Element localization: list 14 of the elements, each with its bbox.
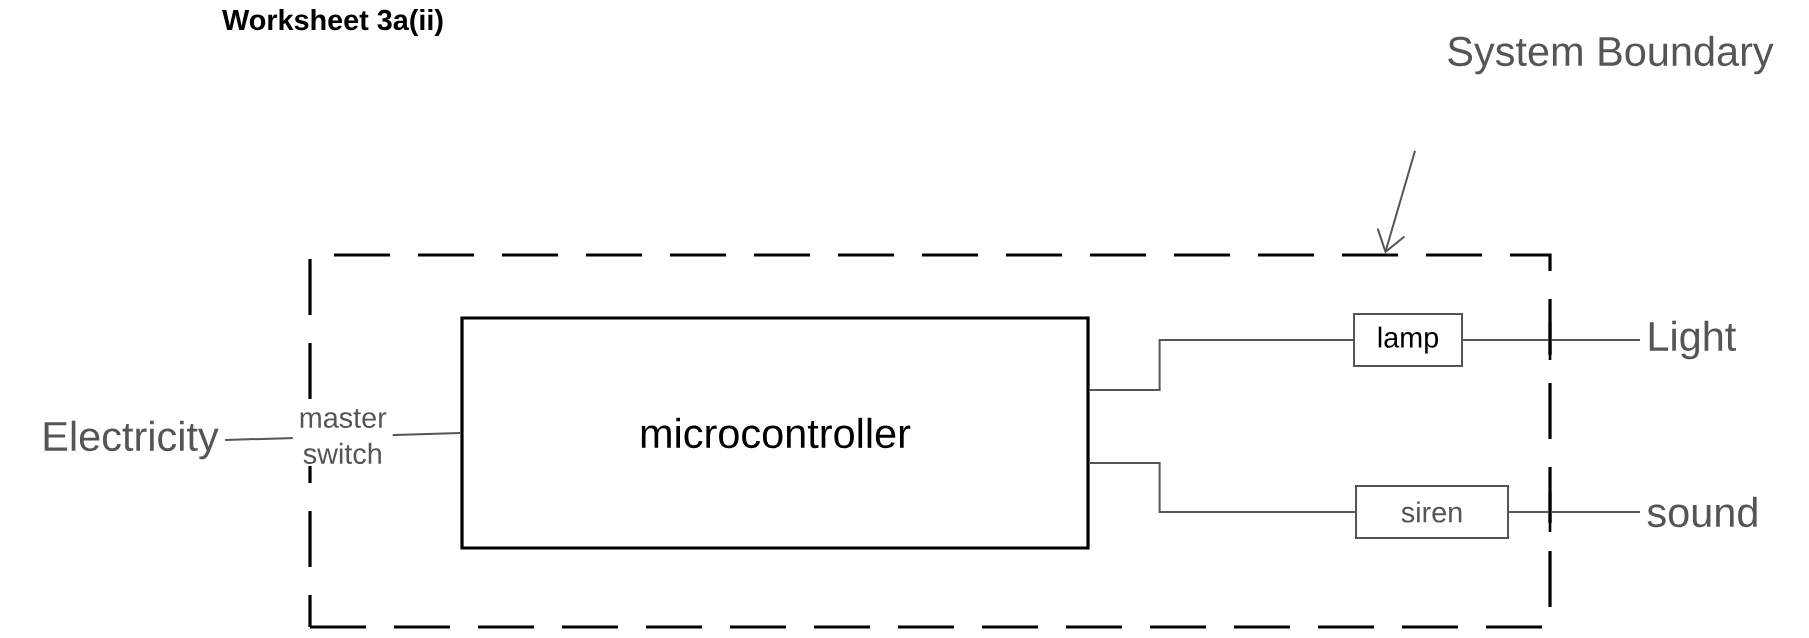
process-box: siren (1355, 485, 1509, 539)
text-label: System Boundary (1448, 35, 1774, 75)
process-box: lamp (1353, 313, 1463, 367)
process-box: microcontroller (460, 316, 1090, 550)
text-label: Light (1649, 320, 1737, 360)
arrow (1376, 149, 1416, 254)
text-label: sound (1647, 496, 1757, 528)
edge-label: master switch (292, 407, 393, 466)
connector-line (1088, 339, 1354, 391)
connector-line (1462, 339, 1641, 341)
connector-line (1508, 511, 1641, 513)
connector-line (1088, 462, 1356, 513)
text-label: Electricity (44, 420, 219, 460)
heading: Worksheet 3a(ii) (222, 9, 443, 36)
